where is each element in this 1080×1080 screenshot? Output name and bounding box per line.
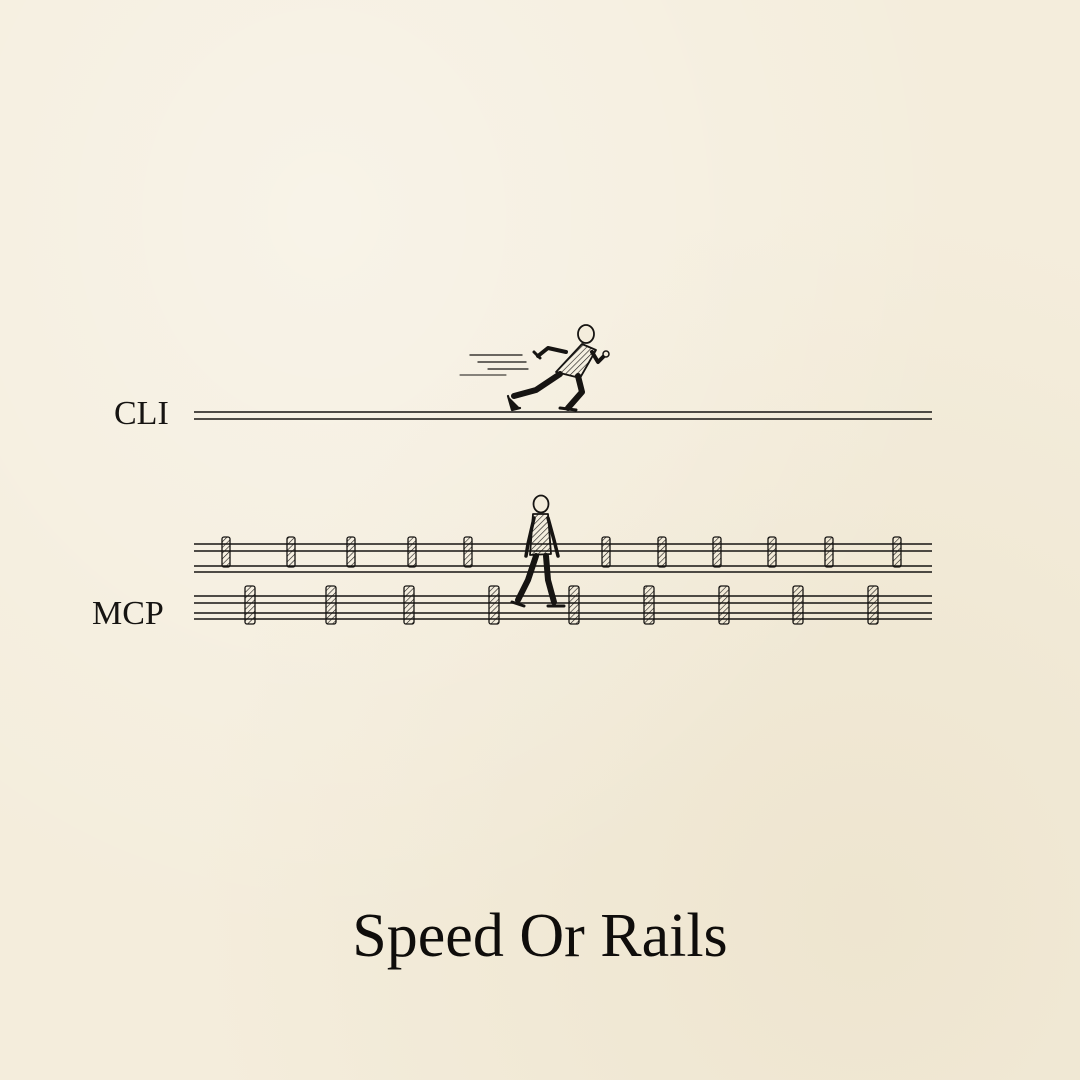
lower-rail-posts — [244, 585, 879, 625]
running-person-icon — [459, 324, 610, 412]
cli-label: CLI — [114, 395, 169, 432]
mcp-track — [194, 543, 932, 620]
mcp-label: MCP — [92, 595, 164, 632]
cli-track — [194, 411, 932, 420]
upper-rail-posts — [221, 536, 902, 568]
walking-person-icon — [510, 494, 566, 608]
diagram-title: Speed Or Rails — [352, 902, 728, 970]
